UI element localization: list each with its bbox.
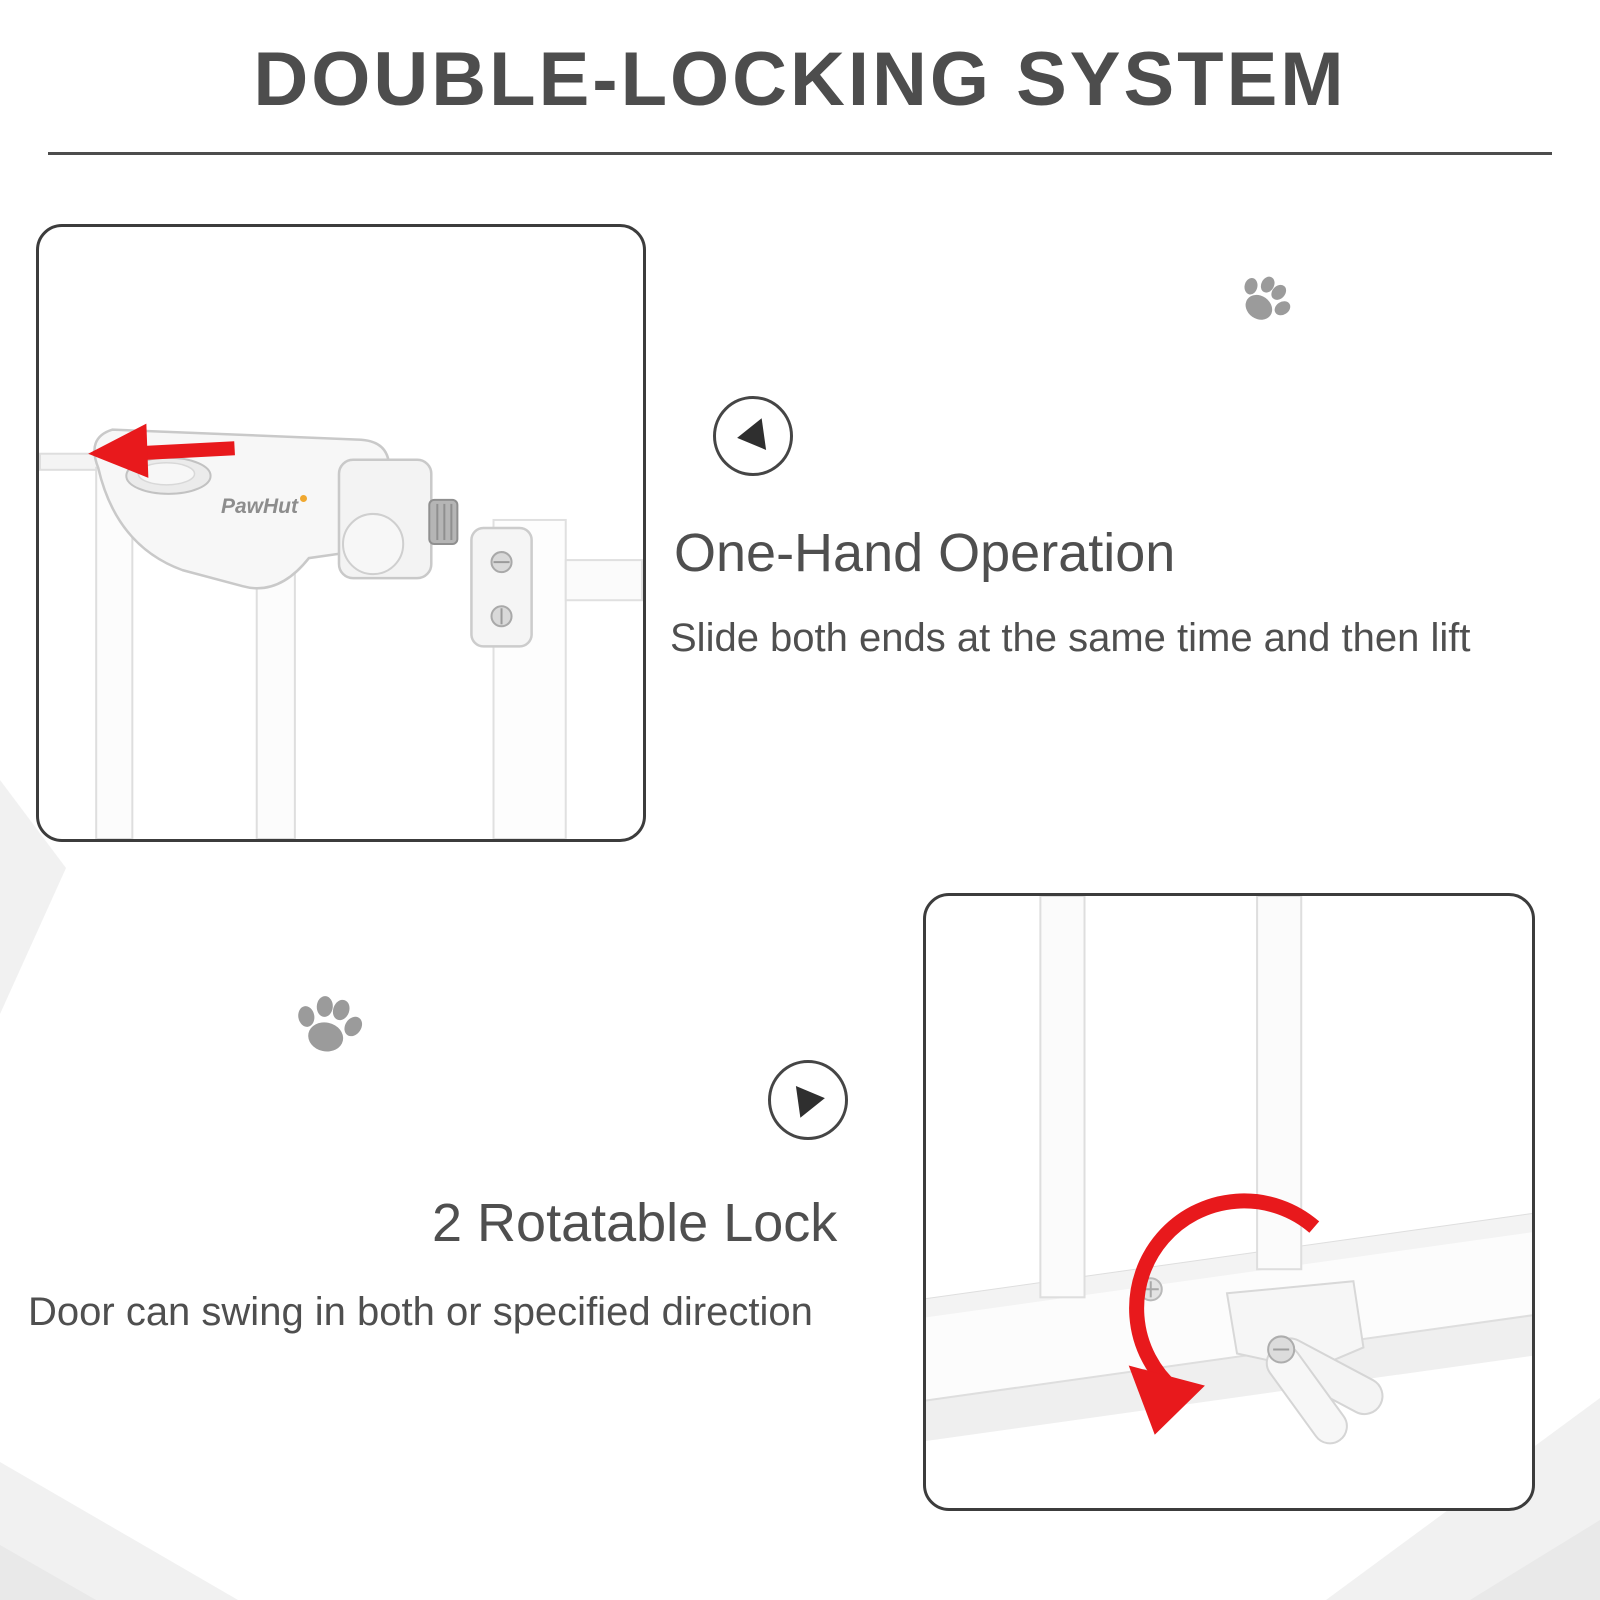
- red-arrow-left-icon: [88, 423, 235, 478]
- rotatable-lock-illustration: [926, 896, 1532, 1448]
- triangle-left-icon: [734, 418, 766, 454]
- triangle-right-icon: [795, 1082, 827, 1118]
- brand-paw-dot-icon: [300, 495, 308, 502]
- paw-icon: [1244, 276, 1291, 320]
- feature1-marker: [713, 396, 793, 476]
- feature1-description: Slide both ends at the same time and the…: [670, 616, 1471, 660]
- paw-icon: [298, 996, 363, 1052]
- title-divider: [48, 152, 1552, 155]
- feature2-heading: 2 Rotatable Lock: [432, 1193, 838, 1253]
- page-title: DOUBLE-LOCKING SYSTEM: [253, 37, 1347, 122]
- red-rotate-arrow-icon: [1128, 1193, 1320, 1435]
- feature1-heading: One-Hand Operation: [674, 523, 1176, 583]
- feature2-marker: [768, 1060, 848, 1140]
- latch-photo-panel: PawHut: [36, 224, 646, 842]
- brand-logo: PawHut: [221, 495, 308, 519]
- brand-logo-text: PawHut: [221, 495, 299, 518]
- gate-latch-illustration: [39, 423, 643, 839]
- feature2-description: Door can swing in both or specified dire…: [28, 1290, 813, 1334]
- lock-photo-panel: [923, 893, 1535, 1511]
